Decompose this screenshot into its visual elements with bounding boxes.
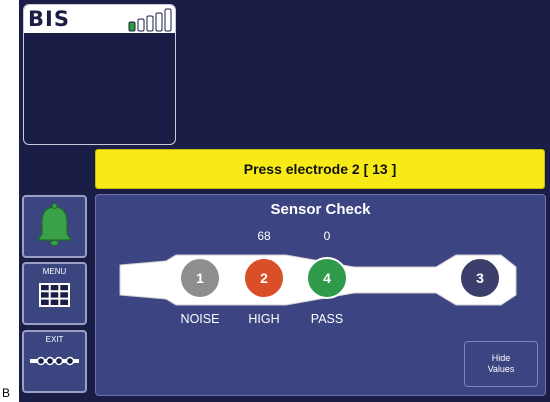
electrode-1-status: NOISE — [180, 312, 220, 326]
grid-icon — [39, 283, 70, 307]
electrode-3-icon — [459, 257, 501, 299]
electrode-2-number: 2 — [260, 270, 268, 286]
electrode-4-status: PASS — [310, 312, 344, 326]
bis-panel: BIS — [23, 4, 176, 145]
bell-icon — [36, 203, 73, 246]
hide-values-line1: Hide — [491, 353, 511, 363]
menu-label: MENU — [42, 267, 67, 276]
electrode-4-number: 4 — [323, 270, 331, 286]
sensor-strip-icon — [30, 356, 79, 366]
hide-values-button[interactable]: Hide Values — [464, 341, 538, 387]
hide-values-line2: Values — [487, 364, 515, 374]
electrode-3-number: 3 — [476, 270, 484, 286]
exit-button[interactable]: EXIT — [22, 330, 87, 393]
signal-quality-icon — [128, 8, 172, 32]
bis-header: BIS — [24, 5, 175, 33]
sensor-strip-diagram: 1 2 4 3 — [119, 254, 517, 306]
sensor-check-panel: Sensor Check 1 2 4 3 68 0 NOISE HIGH PAS… — [95, 194, 546, 396]
electrode-1-icon — [179, 257, 221, 299]
figure-letter: B — [2, 386, 11, 400]
electrode-2-value: 68 — [257, 229, 271, 243]
sensor-check-title: Sensor Check — [270, 201, 371, 218]
electrode-2-icon — [243, 257, 285, 299]
electrode-1-number: 1 — [196, 270, 204, 286]
electrode-2-status: HIGH — [248, 312, 280, 326]
electrode-4-icon — [306, 257, 348, 299]
bis-title: BIS — [28, 7, 70, 31]
electrode-4-value: 0 — [323, 229, 331, 243]
alarm-button[interactable] — [22, 195, 87, 258]
menu-button[interactable]: MENU — [22, 262, 87, 325]
exit-label: EXIT — [45, 335, 64, 344]
electrode-prompt: Press electrode 2 [ 13 ] — [95, 149, 545, 189]
